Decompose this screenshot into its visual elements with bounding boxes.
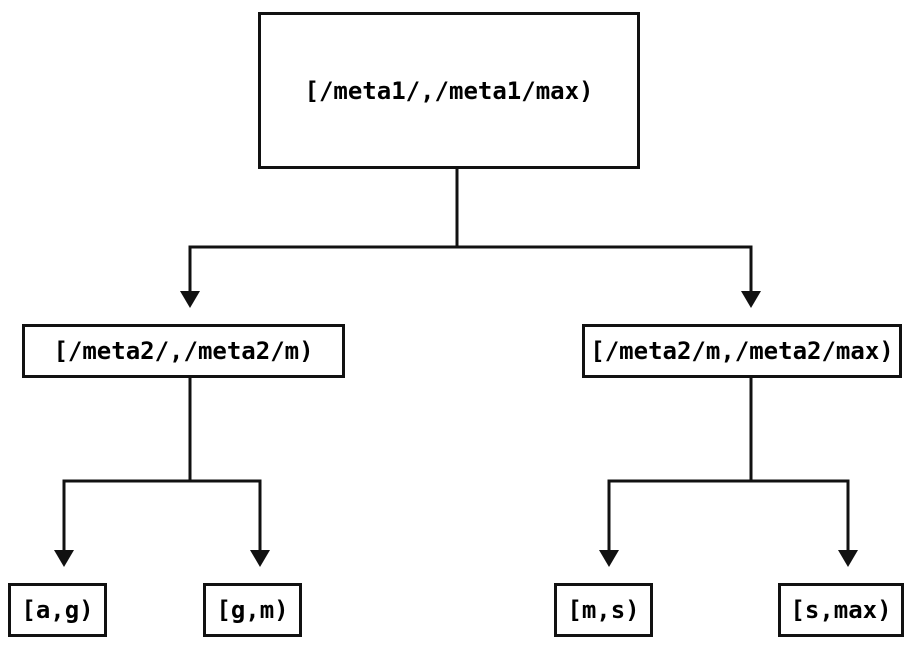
node-right-right: [s,max): [778, 583, 904, 637]
node-left-left: [a,g): [8, 583, 107, 637]
node-left-right: [g,m): [203, 583, 302, 637]
edge-group-root: [180, 167, 761, 308]
edge-group-right: [599, 376, 858, 567]
arrow-down-icon: [838, 550, 858, 567]
arrow-down-icon: [54, 550, 74, 567]
arrow-down-icon: [250, 550, 270, 567]
node-right-left: [m,s): [554, 583, 653, 637]
node-root: [/meta1/,/meta1/max): [258, 12, 640, 169]
arrow-down-icon: [599, 550, 619, 567]
node-left: [/meta2/,/meta2/m): [22, 324, 345, 378]
node-left-left-label: [a,g): [21, 596, 94, 624]
arrow-down-icon: [180, 291, 200, 308]
node-left-label: [/meta2/,/meta2/m): [53, 337, 314, 365]
node-right: [/meta2/m,/meta2/max): [582, 324, 902, 378]
edge-group-left: [54, 376, 270, 567]
node-right-label: [/meta2/m,/meta2/max): [590, 337, 894, 365]
arrow-down-icon: [741, 291, 761, 308]
node-left-right-label: [g,m): [216, 596, 289, 624]
node-right-right-label: [s,max): [790, 596, 892, 624]
node-root-label: [/meta1/,/meta1/max): [304, 76, 594, 105]
node-right-left-label: [m,s): [567, 596, 640, 624]
